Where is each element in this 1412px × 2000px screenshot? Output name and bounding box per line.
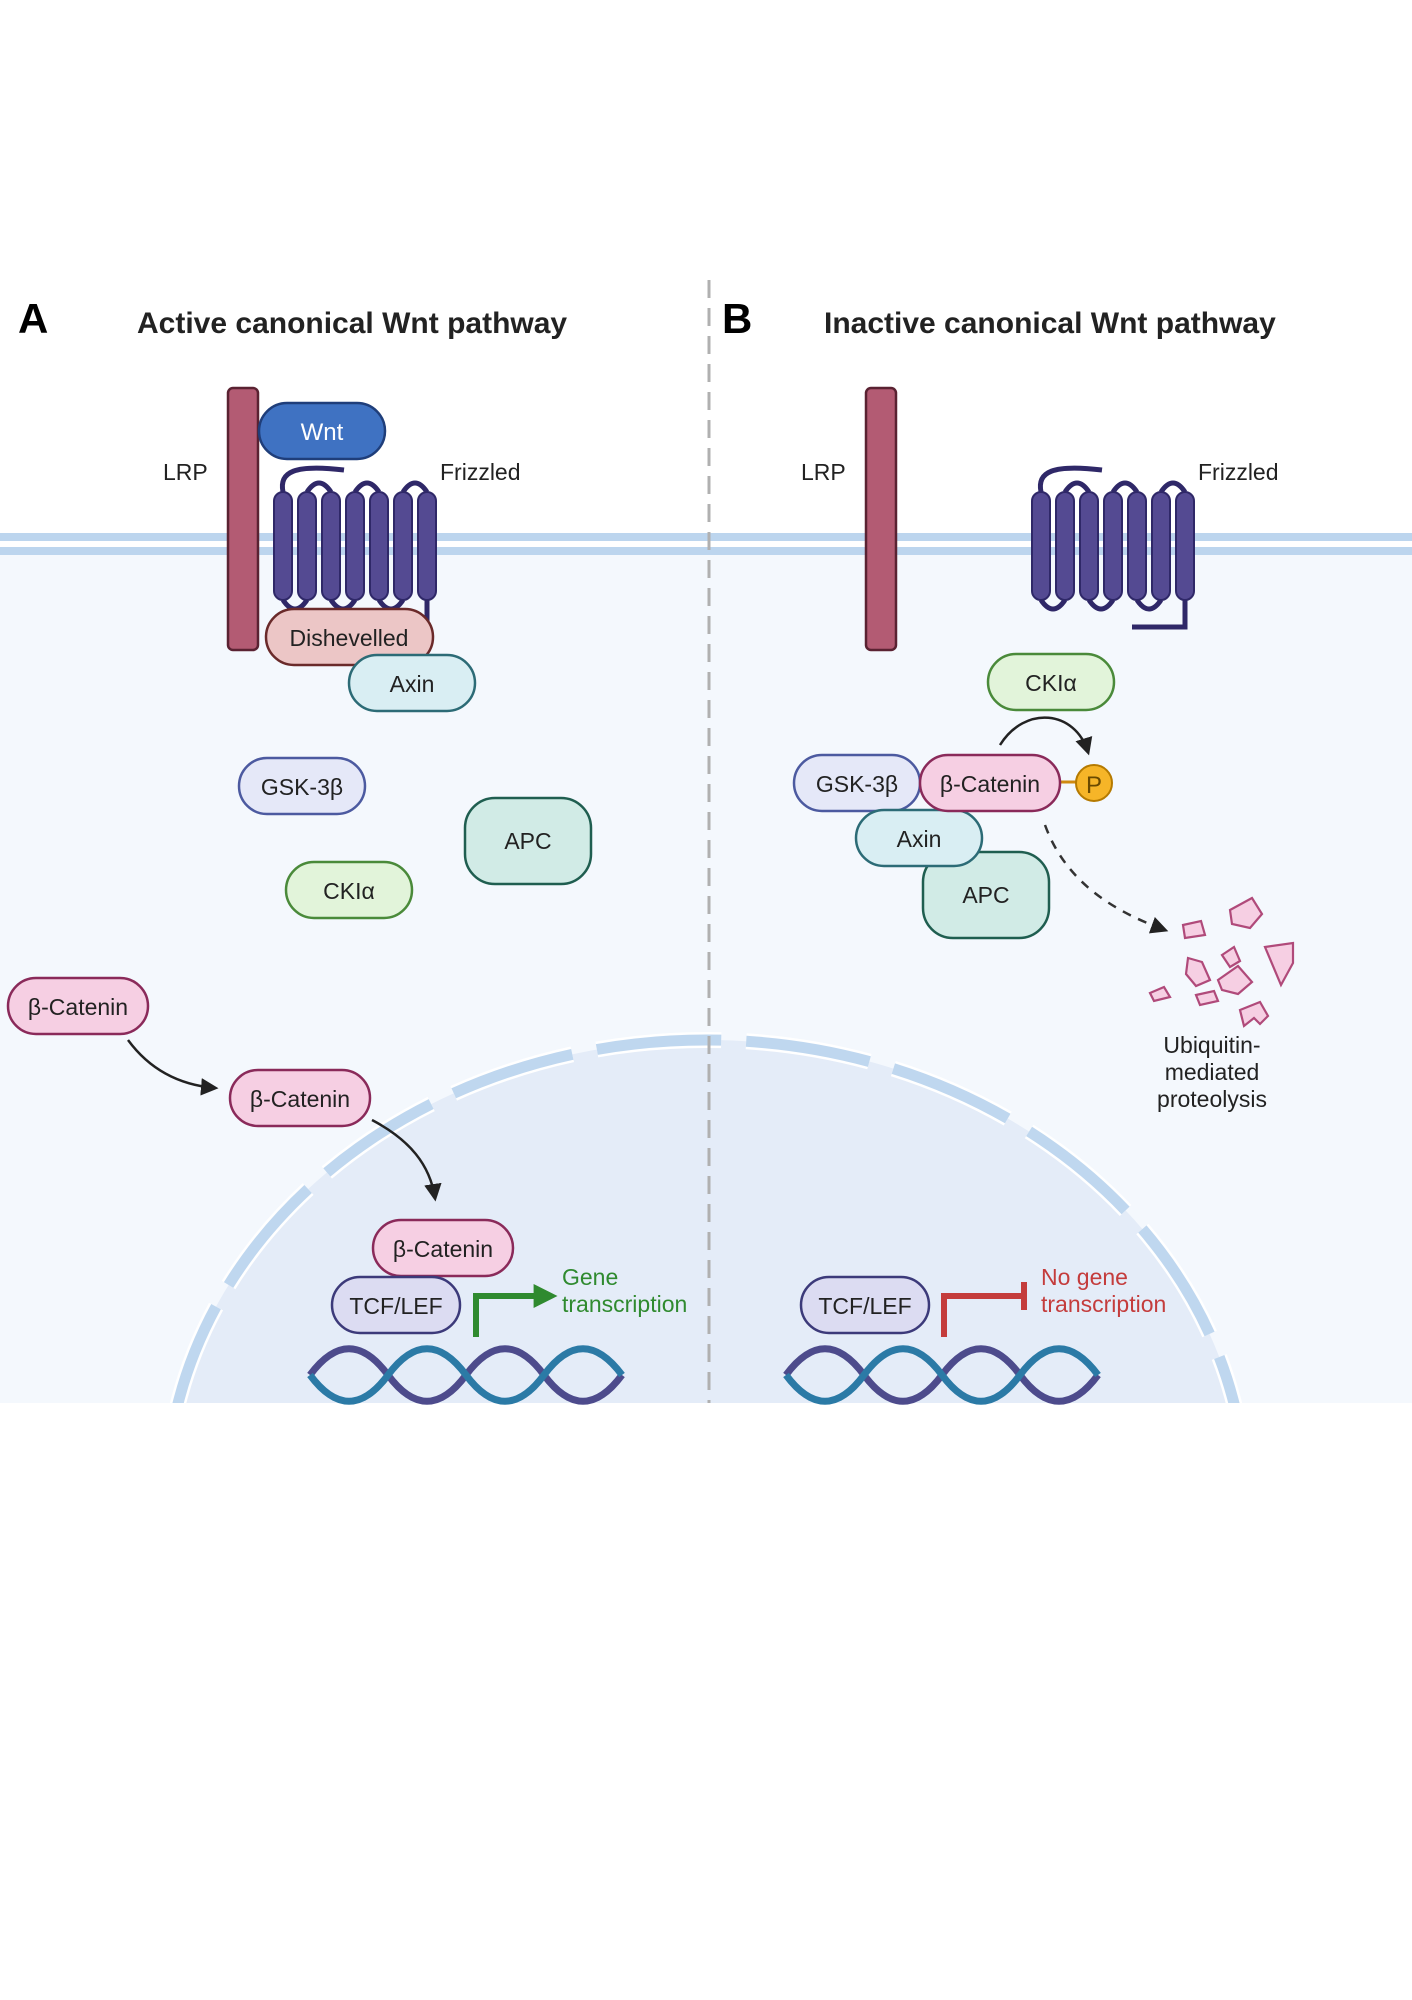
cell-membrane [0, 533, 1412, 555]
ubiquitin-label-1: Ubiquitin- [1163, 1032, 1260, 1058]
gene-transcription-arrow [473, 1284, 558, 1337]
lrp-receptor-b [864, 386, 898, 652]
beta-catenin-a-2 [228, 1068, 372, 1128]
beta-catenin-label-b: β-Catenin [940, 771, 1040, 797]
lrp-receptor-a [226, 386, 260, 652]
phosphate-label: P [1086, 772, 1102, 799]
beta-catenin-label-a-3: β-Catenin [393, 1236, 493, 1262]
gene-transcription-label-2: transcription [562, 1291, 687, 1317]
gene-transcription-label-1: Gene [562, 1264, 618, 1290]
ubiquitin-label-2: mediated [1165, 1059, 1260, 1085]
tcf-lef-a [330, 1275, 462, 1335]
phosphate-group [1075, 764, 1113, 802]
beta-catenin-a-3 [371, 1218, 515, 1278]
nucleus [170, 1032, 1242, 1403]
degradation-arrow [1043, 824, 1169, 934]
panel-b-letter: B [722, 295, 752, 342]
panel-a-title: Active canonical Wnt pathway [137, 307, 567, 340]
gsk3b-label-b: GSK-3β [816, 771, 898, 797]
panel-a-letter: A [18, 295, 48, 342]
frizzled-receptor-b [1032, 465, 1194, 630]
beta-catenin-label-a-1: β-Catenin [28, 994, 128, 1020]
axin-b [854, 808, 984, 868]
axin-label-a: Axin [390, 671, 435, 697]
gsk3b-label-a: GSK-3β [261, 774, 343, 800]
frizzled-label-a: Frizzled [440, 459, 521, 485]
lrp-label-b: LRP [801, 459, 846, 485]
apc-label-a: APC [504, 828, 551, 854]
phosphorylation-arrow [998, 716, 1093, 756]
apc-label-b: APC [962, 882, 1009, 908]
translocation-arrow-2 [371, 1118, 442, 1202]
gsk3b-a [237, 756, 367, 816]
ckia-b [986, 652, 1116, 712]
ubiquitin-label-3: proteolysis [1157, 1086, 1267, 1112]
protein-fragments [1148, 896, 1295, 1028]
apc-b [921, 850, 1051, 940]
lrp-label-a: LRP [163, 459, 208, 485]
ckia-label-a: CKIα [323, 878, 375, 904]
no-gene-transcription-label-2: transcription [1041, 1291, 1166, 1317]
dishevelled-label: Dishevelled [290, 625, 409, 651]
frizzled-label-b: Frizzled [1198, 459, 1279, 485]
apc-a [463, 796, 593, 886]
axin-a [347, 653, 477, 713]
dishevelled [264, 607, 435, 667]
tcf-lef-b [799, 1275, 931, 1335]
tcf-lef-label-b: TCF/LEF [818, 1293, 911, 1319]
beta-catenin-a-1 [6, 976, 150, 1036]
panel-b-title: Inactive canonical Wnt pathway [824, 307, 1276, 340]
ckia-a [284, 860, 414, 920]
tcf-lef-label-a: TCF/LEF [349, 1293, 442, 1319]
translocation-arrow-1 [126, 1039, 219, 1096]
ckia-label-b: CKIα [1025, 670, 1077, 696]
beta-catenin-label-a-2: β-Catenin [250, 1086, 350, 1112]
axin-label-b: Axin [897, 826, 942, 852]
no-gene-transcription-label-1: No gene [1041, 1264, 1128, 1290]
blocked-transcription-arrow [941, 1293, 1022, 1337]
beta-catenin-b [918, 753, 1062, 813]
wnt-label: Wnt [301, 419, 344, 446]
wnt-ligand [257, 401, 387, 461]
